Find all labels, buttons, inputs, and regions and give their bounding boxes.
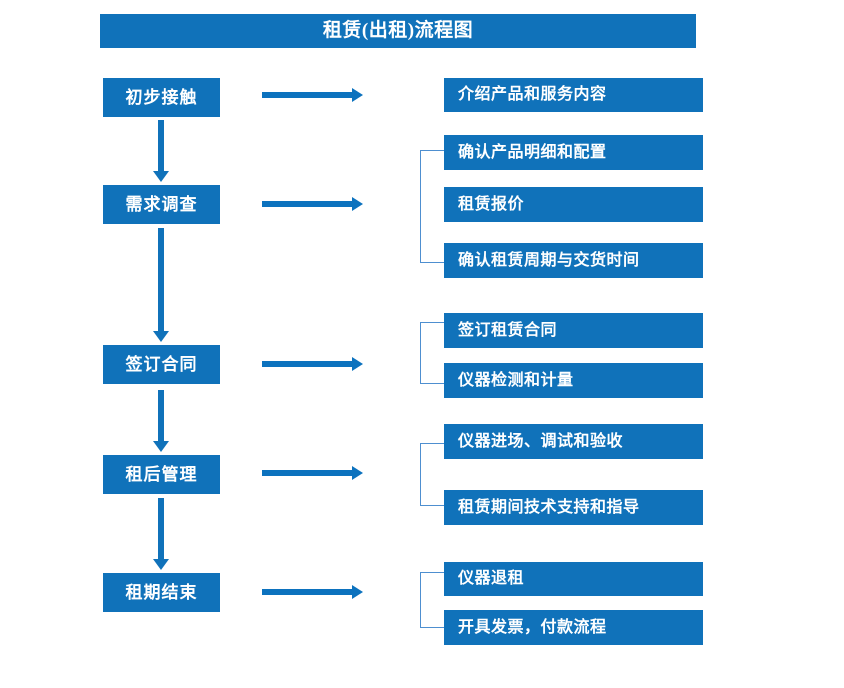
vertical-arrow-icon-2 [153, 228, 169, 342]
detail-box-签订租赁合同[interactable]: 签订租赁合同 [444, 313, 703, 348]
stage-box-租期结束[interactable]: 租期结束 [103, 573, 220, 612]
group-bracket-3 [420, 322, 444, 384]
horizontal-arrow-icon-2 [262, 197, 363, 211]
stage-box-签订合同[interactable]: 签订合同 [103, 345, 220, 384]
detail-box-确认租赁周期与交货时间[interactable]: 确认租赁周期与交货时间 [444, 243, 703, 278]
stage-box-初步接触[interactable]: 初步接触 [103, 78, 220, 117]
group-bracket-4 [420, 443, 444, 506]
vertical-arrow-icon-1 [153, 120, 169, 182]
vertical-arrow-icon-3 [153, 390, 169, 452]
detail-box-仪器检测和计量[interactable]: 仪器检测和计量 [444, 363, 703, 398]
detail-box-租赁期间技术支持和指导[interactable]: 租赁期间技术支持和指导 [444, 490, 703, 525]
horizontal-arrow-icon-5 [262, 585, 363, 599]
detail-box-仪器进场调试和验收[interactable]: 仪器进场、调试和验收 [444, 424, 703, 459]
detail-box-仪器退租[interactable]: 仪器退租 [444, 562, 703, 596]
horizontal-arrow-icon-1 [262, 88, 363, 102]
detail-box-租赁报价[interactable]: 租赁报价 [444, 187, 703, 222]
group-bracket-5 [420, 572, 444, 628]
detail-box-开具发票付款流程[interactable]: 开具发票，付款流程 [444, 610, 703, 645]
diagram-title: 租赁(出租)流程图 [100, 14, 696, 48]
vertical-arrow-icon-4 [153, 498, 169, 570]
detail-box-确认产品明细和配置[interactable]: 确认产品明细和配置 [444, 135, 703, 170]
group-bracket-2 [420, 150, 444, 263]
detail-box-介绍产品和服务内容[interactable]: 介绍产品和服务内容 [444, 78, 703, 112]
stage-box-需求调查[interactable]: 需求调查 [103, 185, 220, 224]
horizontal-arrow-icon-3 [262, 357, 363, 371]
stage-box-租后管理[interactable]: 租后管理 [103, 455, 220, 494]
horizontal-arrow-icon-4 [262, 466, 363, 480]
